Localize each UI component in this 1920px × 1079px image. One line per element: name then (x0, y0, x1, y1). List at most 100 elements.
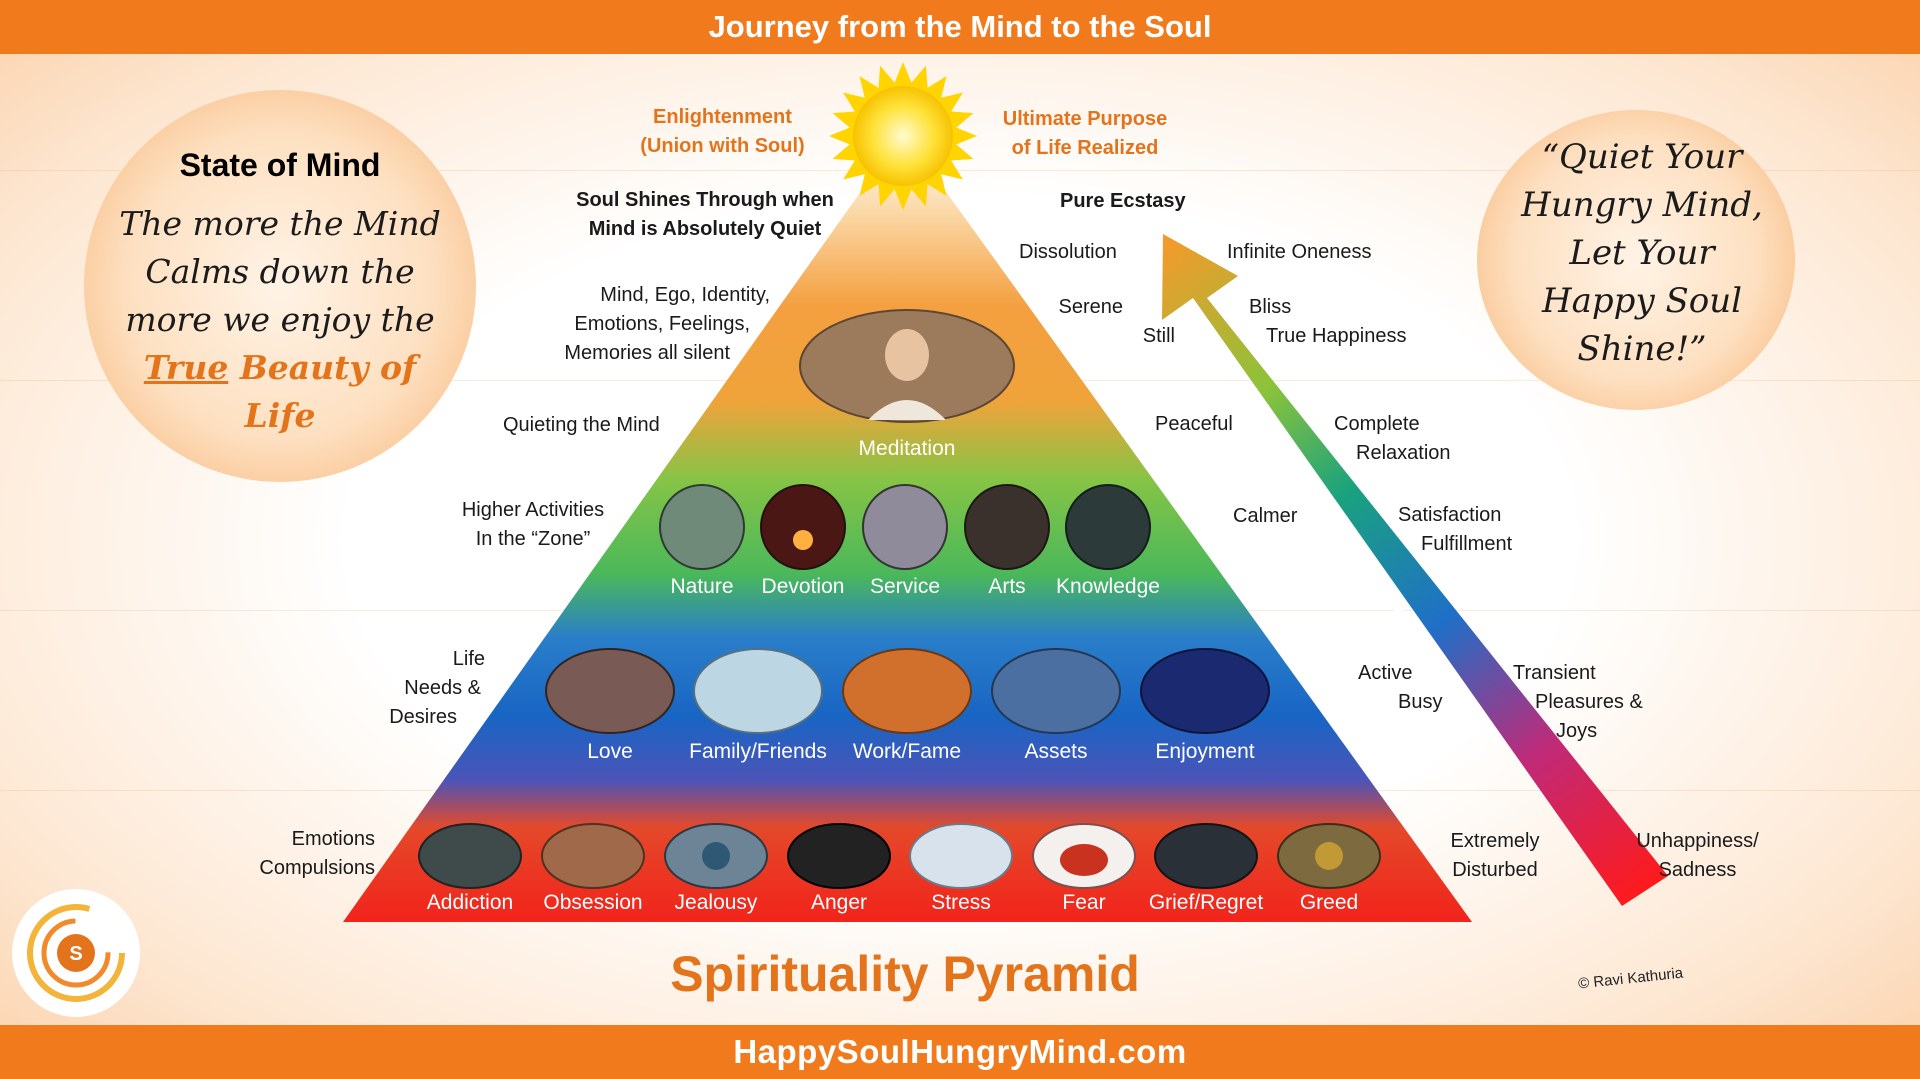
meditation-body (868, 400, 946, 420)
enjoyment-photo (1140, 648, 1270, 734)
life-needs-label: Life Needs & Desires (370, 645, 485, 732)
needs-label: Family/Friends (689, 740, 827, 763)
satisfaction-label: Satisfaction Fulfillment (1398, 501, 1512, 559)
emotion-label: Jealousy (674, 891, 758, 914)
quote-line: “Quiet Your (1541, 137, 1743, 177)
happiness-line: True Happiness (1266, 325, 1407, 347)
state-of-mind-line: more we enjoy the (125, 300, 435, 339)
higher-label: Service (869, 575, 941, 598)
sun-icon (829, 62, 977, 210)
emotion-photos (418, 823, 1381, 889)
complete-relaxation-label: Complete Relaxation (1334, 410, 1451, 468)
active-line: Active (1358, 662, 1413, 684)
state-of-mind-text: The more the Mind Calms down the more we… (95, 200, 465, 440)
mind-silent-line: Mind, Ego, Identity, (600, 284, 770, 306)
state-of-mind-highlight: True Beauty of (95, 344, 465, 392)
logo-letter: S (69, 943, 82, 965)
footer-banner: HappySoulHungryMind.com (0, 1025, 1920, 1079)
enlightenment-label: Enlightenment (Union with Soul) (620, 103, 825, 161)
infinite-oneness-label: Infinite Oneness (1227, 241, 1372, 263)
pleasures-line: Pleasures & (1535, 691, 1643, 713)
footer-url[interactable]: HappySoulHungryMind.com (733, 1033, 1187, 1070)
quote-line: Let Your (1569, 233, 1715, 273)
logo-ring-outer (27, 904, 125, 1002)
soul-shines-line: Mind is Absolutely Quiet (588, 218, 822, 240)
active-busy-label: Active Busy (1358, 659, 1442, 717)
needs-photos (545, 648, 1270, 734)
complete-line: Complete (1334, 413, 1420, 435)
fear-pot (1060, 844, 1108, 876)
logo-icon: S (12, 889, 140, 1017)
soul-shines-label: Soul Shines Through when Mind is Absolut… (560, 186, 850, 244)
devotion-photo (760, 484, 846, 570)
grief-photo (1154, 823, 1258, 889)
needs-label: Love (587, 740, 633, 763)
satisfaction-line: Satisfaction (1398, 504, 1502, 526)
meditation-label: Meditation (858, 437, 956, 460)
candle-flame (793, 530, 813, 550)
quote-line: Happy Soul (1542, 281, 1742, 321)
transient-label: Transient Pleasures & Joys (1513, 659, 1643, 746)
pyramid-title: Spirituality Pyramid (670, 946, 1140, 1002)
needs-label: Assets (1024, 740, 1088, 763)
unhappiness-label: Unhappiness/ Sadness (1630, 827, 1765, 885)
beauty-words: Beauty of (239, 348, 417, 387)
life-needs-line: Life (452, 648, 485, 670)
higher-activities-label: Higher Activities In the “Zone” (448, 496, 618, 554)
higher-photos (659, 484, 1151, 570)
greed-iris (1315, 842, 1343, 870)
emotions-line: Compulsions (259, 857, 375, 879)
bliss-label: Bliss True Happiness (1249, 293, 1406, 351)
family-photo (693, 648, 823, 734)
emotion-label: Fear (1062, 891, 1106, 914)
assets-photo (991, 648, 1121, 734)
mind-silent-line: Memories all silent (564, 342, 730, 364)
mind-silent-label: Mind, Ego, Identity, Emotions, Feelings,… (520, 281, 770, 368)
state-of-mind-arrow (1162, 234, 1668, 906)
unhappiness-line: Unhappiness/ (1636, 830, 1759, 852)
love-photo (545, 648, 675, 734)
needs-label: Enjoyment (1155, 740, 1255, 763)
dissolution-label: Dissolution (1019, 241, 1117, 263)
quote-text: “Quiet Your Hungry Mind, Let Your Happy … (1492, 133, 1792, 373)
quote-line: Shine!” (1577, 329, 1707, 369)
peaceful-label: Peaceful (1155, 413, 1233, 435)
extremely-disturbed-label: Extremely Disturbed (1435, 827, 1555, 885)
state-of-mind-circle (84, 90, 476, 482)
serene-line: Serene (1058, 296, 1124, 318)
needs-label: Work/Fame (852, 740, 962, 763)
emotions-line: Emotions (291, 828, 375, 850)
emotion-label: Stress (931, 891, 991, 914)
guide-line (0, 170, 1920, 171)
fulfillment-line: Fulfillment (1421, 533, 1513, 555)
bliss-line: Bliss (1249, 296, 1292, 318)
life-needs-line: Desires (389, 706, 457, 728)
life-needs-line: Needs & (404, 677, 481, 699)
pure-ecstasy-label: Pure Ecstasy (1060, 190, 1186, 212)
higher-activities-line: Higher Activities (461, 499, 605, 521)
page-title: Journey from the Mind to the Soul (708, 9, 1212, 44)
meditation-face (885, 329, 929, 381)
life-word: Life (244, 396, 316, 435)
state-of-mind-title: State of Mind (179, 147, 381, 183)
ultimate-purpose-line: of Life Realized (1011, 137, 1159, 159)
ultimate-purpose-label: Ultimate Purpose of Life Realized (985, 105, 1185, 163)
transient-line: Transient (1513, 662, 1596, 684)
emotion-label: Obsession (543, 891, 643, 914)
quote-circle (1477, 110, 1795, 410)
emotion-label: Anger (810, 891, 868, 914)
addiction-photo (418, 823, 522, 889)
header-banner: Journey from the Mind to the Soul (0, 0, 1920, 54)
obsession-photo (541, 823, 645, 889)
emotion-label: Grief/Regret (1148, 891, 1264, 914)
logo-core (57, 934, 95, 972)
enlightenment-line: (Union with Soul) (640, 135, 805, 157)
emotion-label: Greed (1299, 891, 1359, 914)
arts-photo (964, 484, 1050, 570)
service-photo (862, 484, 948, 570)
sun-disc (853, 86, 953, 186)
mind-silent-line: Emotions, Feelings, (574, 313, 750, 335)
busy-line: Busy (1398, 691, 1443, 713)
extremely-line: Extremely (1450, 830, 1540, 852)
